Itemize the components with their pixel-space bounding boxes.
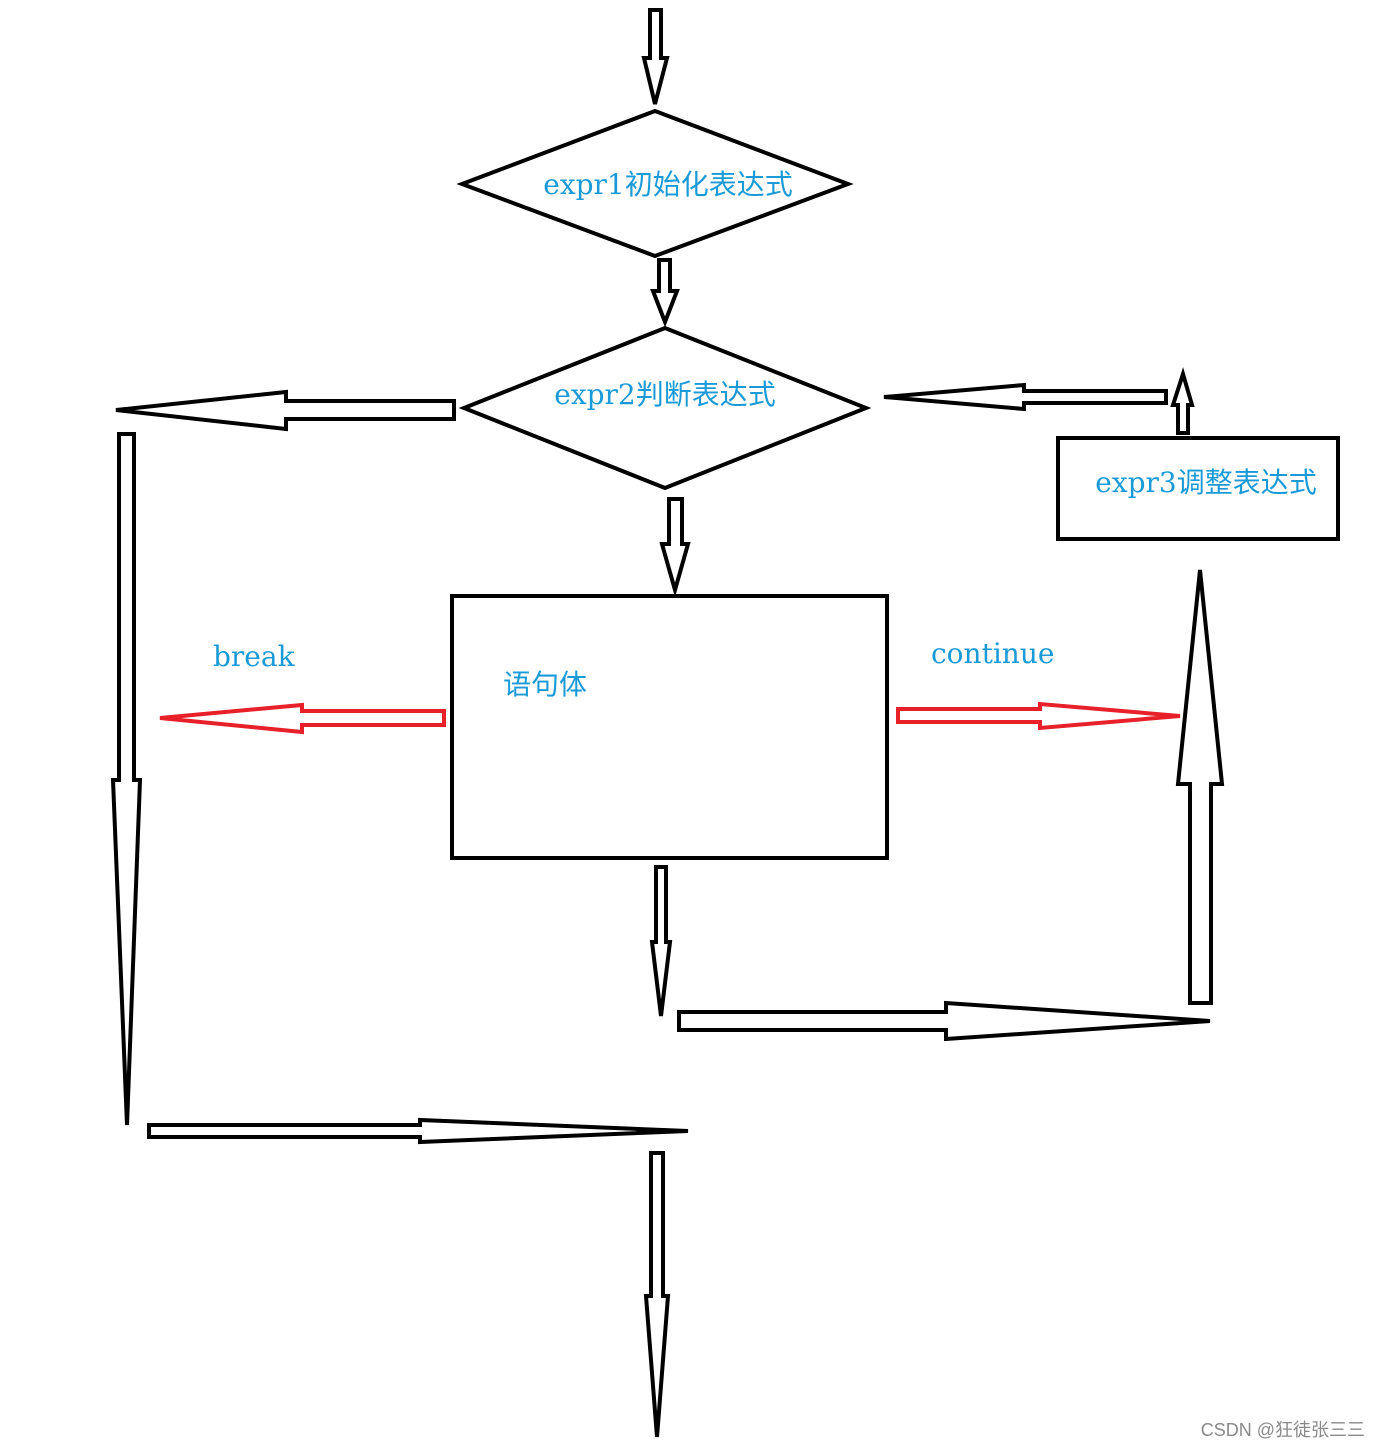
break-arrow [159, 702, 446, 735]
exit-down-left-arrow [110, 432, 143, 1126]
exit-horizontal-arrow [147, 1117, 689, 1145]
continue-label: continue [931, 637, 1054, 670]
update-up-arrow [1175, 569, 1225, 1005]
expr2-label: expr2判断表达式 [554, 378, 776, 411]
expr1-init-diamond [456, 108, 854, 259]
break-label: break [213, 640, 296, 673]
expr1-label: expr1初始化表达式 [543, 168, 793, 201]
expr2-condition-diamond [458, 325, 872, 491]
entry-arrow [641, 8, 670, 105]
csdn-watermark: CSDN @狂徒张三三 [1200, 1420, 1365, 1440]
expr3-update-box [1056, 436, 1340, 541]
continue-arrow [896, 701, 1181, 731]
expr3-label: expr3调整表达式 [1095, 466, 1317, 499]
body-label: 语句体 [503, 668, 587, 701]
statement-body-box [450, 594, 889, 860]
expr3-back-to-expr2-arrow [883, 382, 1168, 412]
final-exit-down-arrow [643, 1151, 671, 1438]
expr2-false-exit-arrow [115, 389, 456, 432]
body-to-update-arrow [677, 1000, 1211, 1042]
expr2-to-body-arrow [659, 497, 691, 598]
expr1-to-expr2-arrow [650, 258, 680, 328]
expr3-up-arrow [1170, 367, 1195, 435]
body-down-arrow [649, 865, 673, 1017]
